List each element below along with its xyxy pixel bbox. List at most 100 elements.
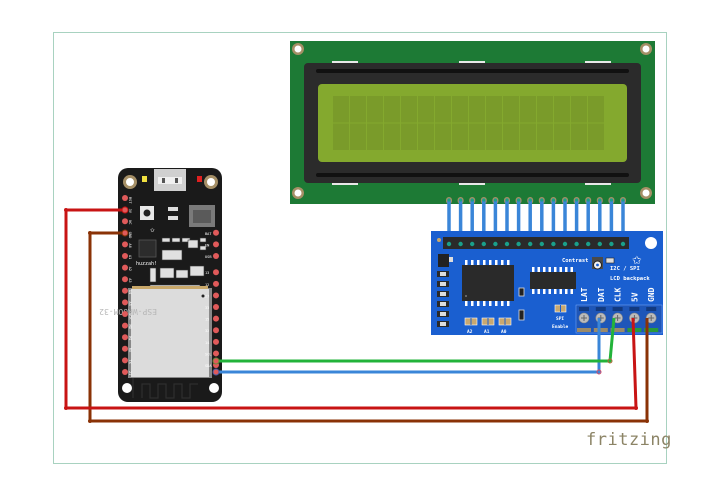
- lcd-module[interactable]: [290, 41, 655, 204]
- backpack-header-pins: [446, 241, 626, 247]
- backpack-title-line2: LCD backpack: [610, 276, 650, 282]
- smd-part: [149, 267, 157, 283]
- lcd-character-cell: [571, 96, 587, 123]
- pin-3v[interactable]: [121, 206, 129, 214]
- terminal-slot: [646, 307, 657, 311]
- pin-12[interactable]: [213, 280, 219, 287]
- terminal-base: [593, 328, 608, 332]
- bus-wire-end: [505, 198, 509, 202]
- pin-a2[interactable]: [122, 264, 128, 271]
- bus-wire-end: [470, 198, 474, 202]
- bus-wire-end: [517, 198, 521, 202]
- bus-wire-end: [551, 198, 556, 202]
- lcd-character-cell: [367, 123, 383, 150]
- pin-label: TX: [128, 359, 132, 364]
- module-label: ESP-WROOM-32: [99, 307, 157, 316]
- pin-bat[interactable]: [213, 229, 219, 236]
- pin-nc[interactable]: [122, 218, 128, 225]
- backpack-header-pin: [586, 241, 591, 247]
- lcd-bezel-groove: [316, 69, 629, 73]
- pin-scl[interactable]: [212, 357, 220, 365]
- pin-rx[interactable]: [122, 345, 128, 352]
- pin-tx[interactable]: [122, 357, 128, 364]
- pin-gnd[interactable]: [121, 229, 129, 237]
- reset-button[interactable]: [140, 206, 154, 220]
- smd-part: [159, 267, 175, 279]
- lcd-character-cell: [418, 96, 434, 123]
- spi-enable-label-2: Enable: [552, 324, 569, 330]
- feather-mounting-hole: [123, 175, 137, 189]
- terminal-slot: [629, 307, 640, 311]
- wire-sda[interactable]: [216, 318, 602, 375]
- smd-part: [187, 239, 199, 249]
- lcd-character-cell: [401, 123, 417, 150]
- pin-a1[interactable]: [122, 253, 128, 259]
- lcd-glass: [318, 84, 627, 162]
- lcd-mounting-hole: [292, 187, 304, 199]
- bus-wire-end: [563, 198, 567, 202]
- pin-sck[interactable]: [122, 311, 128, 317]
- pin-a0[interactable]: [122, 241, 128, 248]
- pin-label: 32: [205, 329, 209, 333]
- lcd-character-cell: [503, 123, 519, 150]
- pin-usb[interactable]: [213, 253, 219, 259]
- lcd-character-cell: [367, 96, 383, 123]
- lcd-backpack[interactable]: ✩ Contrast: [431, 231, 663, 335]
- pin-a4[interactable]: [122, 287, 128, 294]
- contrast-potentiometer[interactable]: [592, 257, 603, 270]
- terminal-label-dat: DAT: [597, 287, 606, 302]
- pin-label: A3: [128, 278, 132, 282]
- pin-27[interactable]: [213, 292, 219, 299]
- feather-esp32-board[interactable]: ✩ huzzah! ESP-WROOM-32 RST3VNCGNDA0A1A2A…: [99, 168, 222, 402]
- pin-label: 13: [205, 271, 209, 275]
- lcd-character-cell: [452, 96, 468, 123]
- pin-label: USB: [205, 255, 212, 259]
- pin-mi[interactable]: [122, 334, 128, 341]
- jumper-label: A2: [467, 329, 473, 335]
- lcd-character-cell: [384, 123, 400, 150]
- lcd-character-cell: [571, 123, 587, 150]
- pin-label: MI: [128, 336, 132, 340]
- bus-wire-end: [528, 198, 532, 202]
- lcd-character-cell: [588, 96, 604, 123]
- lcd-character-cell: [401, 96, 417, 123]
- smd-resistor: [605, 257, 615, 264]
- pin-a5[interactable]: [122, 299, 128, 306]
- wire-ground[interactable]: [88, 231, 649, 423]
- spi-enable-jumper[interactable]: [554, 304, 567, 313]
- pin-21[interactable]: [122, 369, 128, 375]
- smd-part: [168, 216, 178, 220]
- lcd-character-cell: [503, 96, 519, 123]
- pin-mo[interactable]: [122, 322, 128, 329]
- backpack-header-pin: [597, 241, 602, 247]
- lcd-character-cell: [333, 123, 349, 150]
- pin-33[interactable]: [213, 304, 219, 311]
- lcd-character-cell: [418, 123, 434, 150]
- pin-14[interactable]: [213, 338, 219, 345]
- wire-power[interactable]: [64, 208, 638, 410]
- pin-sda[interactable]: [212, 368, 220, 376]
- smd-part: [168, 207, 178, 211]
- smd-part: [199, 245, 207, 251]
- usb-connector[interactable]: [154, 169, 186, 191]
- backpack-header-pin: [551, 241, 556, 247]
- pin-a3[interactable]: [122, 276, 128, 283]
- pin-13[interactable]: [213, 269, 219, 276]
- pin-scl[interactable]: [213, 350, 219, 357]
- pin-32[interactable]: [213, 327, 219, 334]
- feather-mounting-hole: [209, 383, 219, 393]
- terminal-slot: [612, 307, 623, 311]
- pin-label: GND: [128, 232, 132, 239]
- backpack-header-pin: [516, 241, 521, 247]
- esp-wroom-32-module: ESP-WROOM-32: [99, 286, 212, 399]
- pin-en[interactable]: [213, 241, 219, 248]
- pin-label: A4: [128, 290, 132, 294]
- bus-wire-end: [459, 198, 463, 202]
- backpack-header-pin: [562, 241, 568, 247]
- pin-rst[interactable]: [122, 195, 128, 201]
- smd-resistor-body: [440, 302, 446, 306]
- backpack-header-pin: [493, 241, 498, 247]
- wire-scl[interactable]: [216, 317, 616, 364]
- pin-15[interactable]: [213, 315, 219, 322]
